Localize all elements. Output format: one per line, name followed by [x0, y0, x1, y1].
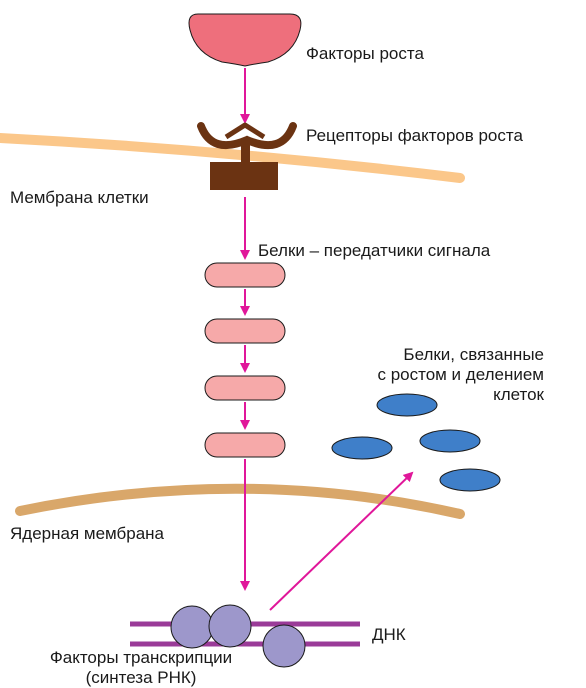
signal-protein — [205, 376, 285, 400]
label-growth-proteins: Белки, связанные с ростом и делением кле… — [377, 345, 544, 405]
label-growth-factors: Факторы роста — [306, 44, 424, 64]
label-transcription-line2: (синтеза РНК) — [16, 668, 266, 688]
label-growth-proteins-line3: клеток — [377, 385, 544, 405]
transcription-factor — [263, 625, 305, 667]
signal-protein — [205, 263, 285, 287]
label-signal-proteins: Белки – передатчики сигнала — [258, 241, 490, 261]
label-transcription-line1: Факторы транскрипции — [16, 648, 266, 668]
label-dna: ДНК — [372, 625, 406, 645]
signal-protein — [205, 433, 285, 457]
growth-protein — [420, 430, 480, 452]
label-growth-proteins-line2: с ростом и делением — [377, 365, 544, 385]
signal-protein — [205, 319, 285, 343]
label-transcription-factors: Факторы транскрипции (синтеза РНК) — [16, 648, 266, 688]
nuclear-membrane — [20, 489, 460, 514]
transcription-factor — [171, 606, 213, 648]
growth-protein — [332, 437, 392, 459]
label-nuclear-membrane: Ядерная мембрана — [10, 524, 164, 544]
growth-factor-shape — [189, 14, 301, 66]
transcription-factor — [209, 605, 251, 647]
label-receptors: Рецепторы факторов роста — [306, 126, 523, 146]
label-growth-proteins-line1: Белки, связанные — [377, 345, 544, 365]
label-cell-membrane: Мембрана клетки — [10, 188, 149, 208]
growth-protein — [440, 469, 500, 491]
